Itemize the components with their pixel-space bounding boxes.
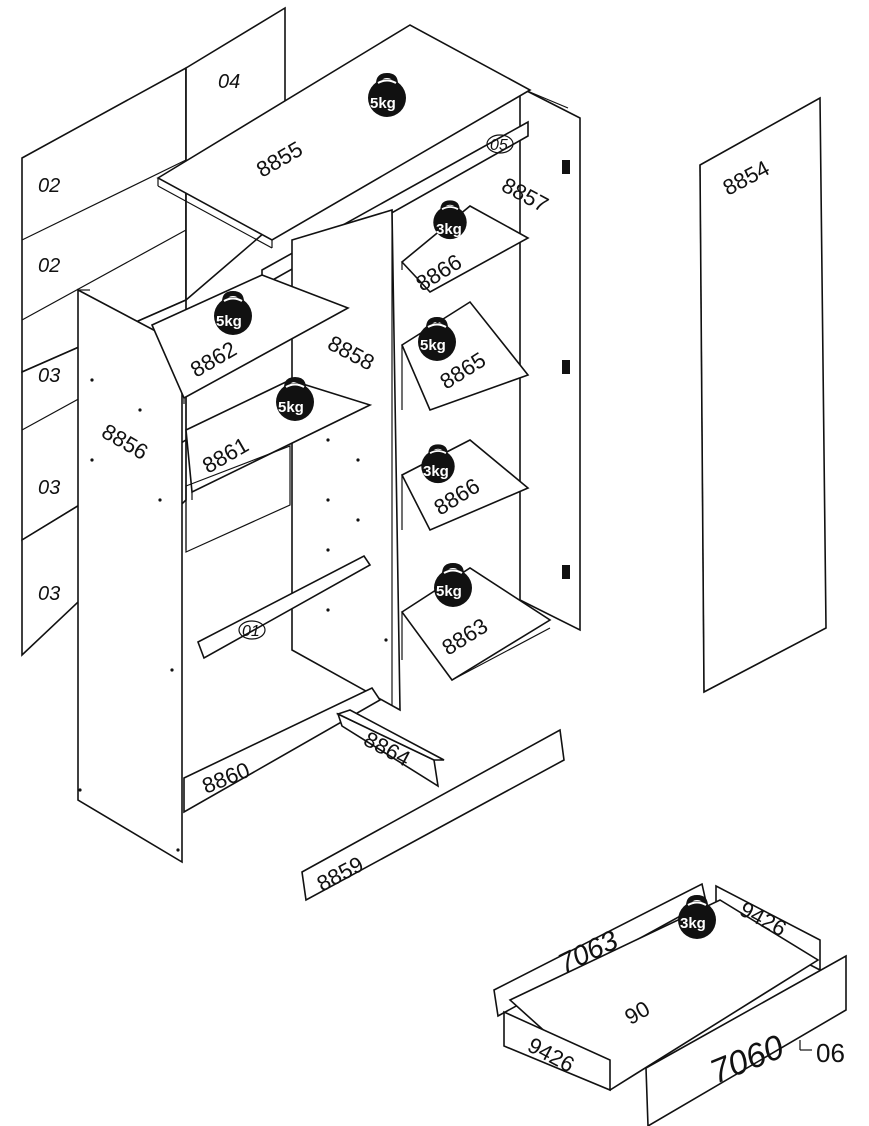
left-side-panel [77, 288, 183, 864]
shelf-8861 [185, 379, 373, 553]
part-label-8860: 8860 [199, 757, 254, 799]
door-label-04: 04 [218, 71, 240, 93]
door-label-03-upper: 03 [38, 365, 60, 387]
right-side-panel-inner [519, 89, 581, 632]
weight-label-8865: 5kg [420, 337, 446, 354]
door-label-03-middle: 03 [38, 477, 60, 499]
drawer-callout-06: 06 [816, 1038, 845, 1068]
weight-label-8866-upper: 3kg [436, 221, 462, 238]
weight-label-drawer: 3kg [680, 915, 706, 932]
plinth-mid [335, 709, 445, 788]
weight-label-top: 5kg [370, 95, 396, 112]
divider-panel [291, 208, 401, 712]
rail-bottom [197, 554, 372, 660]
door-label-03-lower: 03 [38, 583, 60, 605]
weight-label-8866-lower: 3kg [423, 463, 449, 480]
door-label-02-lower: 02 [38, 255, 60, 277]
plinth-back [183, 686, 382, 814]
weight-label-8861: 5kg [278, 399, 304, 416]
right-panel [699, 96, 827, 694]
door-label-02-upper: 02 [38, 175, 60, 197]
weight-label-8862: 5kg [216, 313, 242, 330]
rail-label-01: 01 [242, 623, 260, 640]
plinth-front [301, 728, 565, 902]
rail-label-05: 05 [490, 137, 508, 154]
drawer [493, 882, 847, 1126]
shelf-8862 [150, 274, 350, 404]
weight-label-8863: 5kg [436, 583, 462, 600]
top-panel [156, 24, 532, 249]
